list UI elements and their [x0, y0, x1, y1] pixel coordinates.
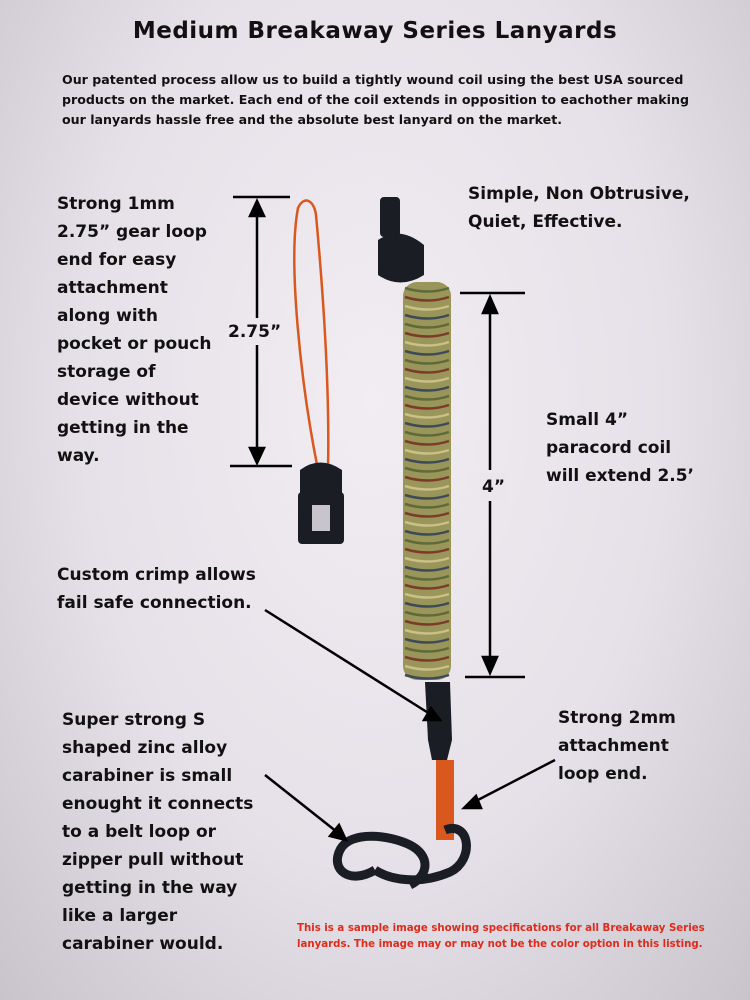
callout-line: Strong 2mm — [558, 708, 676, 728]
coil-wrap — [404, 610, 450, 617]
coil-wrap — [404, 430, 450, 437]
coil-wrap — [404, 295, 450, 302]
page-title: Medium Breakaway Series Lanyards — [132, 18, 618, 44]
coil-wrap — [404, 403, 450, 410]
callout-line: along with — [57, 306, 158, 326]
callout-line: 2.75” gear loop — [57, 222, 207, 242]
gear-loop — [293, 199, 344, 544]
coil-wrap — [404, 331, 450, 338]
coil-wrap — [404, 349, 450, 356]
attachment-callout: Strong 2mm attachment loop end. — [558, 704, 676, 788]
attachment-loop — [436, 760, 454, 840]
coil-wrap — [404, 538, 450, 545]
callout-line: pocket or pouch — [57, 334, 212, 354]
pointer-arrows — [264, 608, 556, 842]
coil-wrap — [404, 358, 450, 365]
callout-line: storage of — [57, 362, 156, 382]
intro-text: Our patented process allow us to build a… — [62, 70, 689, 130]
coil-wrap — [404, 448, 450, 455]
callout-line: loop end. — [558, 764, 648, 784]
callout-line: attachment — [57, 278, 168, 298]
coil-wrap — [404, 529, 450, 536]
carabiner — [333, 823, 471, 890]
gear-loop-dimension-line — [230, 195, 292, 468]
coil-wrap — [404, 376, 450, 383]
callout-line: will extend 2.5’ — [546, 466, 695, 486]
coil-wrap — [404, 628, 450, 635]
coil-wrap — [404, 655, 450, 662]
coil-wrap — [404, 619, 450, 626]
coil-wrap — [404, 601, 450, 608]
coil-wrap — [404, 502, 450, 509]
coil-wrap — [404, 547, 450, 554]
crimp-callout: Custom crimp allows fail safe connection… — [57, 561, 256, 617]
coil-wrap — [404, 304, 450, 311]
coil-wrap — [404, 520, 450, 527]
coil-wrap — [404, 466, 450, 473]
callout-line: zipper pull without — [62, 850, 244, 870]
callout-line: attachment — [558, 736, 669, 756]
intro-line: our lanyards hassle free and the absolut… — [62, 112, 563, 127]
coil-wrap — [404, 637, 450, 644]
coil-wrap — [404, 322, 450, 329]
coil-wrap — [404, 439, 450, 446]
coil-wrap — [404, 412, 450, 419]
breakaway-connector — [378, 197, 424, 283]
gear-loop-callout: Strong 1mm 2.75” gear loop end for easy … — [57, 190, 211, 470]
coil-wrap — [404, 340, 450, 347]
paracord-coil — [403, 282, 451, 680]
coil-wrap — [404, 484, 450, 491]
callout-line: carabiner is small — [62, 766, 233, 786]
callout-line: Strong 1mm — [57, 194, 175, 214]
coil-wrap — [404, 592, 450, 599]
coil-callout: Small 4” paracord coil will extend 2.5’ — [546, 406, 694, 490]
callout-line: Quiet, Effective. — [468, 212, 623, 232]
coil-wrap — [404, 556, 450, 563]
coil-wrap — [404, 475, 450, 482]
intro-line: Our patented process allow us to build a… — [62, 72, 684, 87]
coil-wrap — [404, 493, 450, 500]
coil-wrap — [404, 457, 450, 464]
note-line: lanyards. The image may or may not be th… — [297, 939, 703, 950]
disclaimer-note: This is a sample image showing specifica… — [297, 921, 705, 953]
gear-loop-dimension-label: 2.75” — [228, 322, 282, 342]
callout-line: device without — [57, 390, 199, 410]
callout-line: way. — [57, 446, 100, 466]
coil-wrap — [404, 394, 450, 401]
coil-wrap — [404, 313, 450, 320]
callout-line: end for easy — [57, 250, 177, 270]
callout-line: fail safe connection. — [57, 593, 252, 613]
callout-line: paracord coil — [546, 438, 672, 458]
callout-line: enought it connects — [62, 794, 254, 814]
coil-wrap — [404, 286, 450, 293]
callout-line: like a larger — [62, 906, 178, 926]
callout-line: getting in the — [57, 418, 189, 438]
coil-wrap — [404, 565, 450, 572]
coil-dimension-label: 4” — [480, 473, 508, 501]
coil-wrap — [404, 583, 450, 590]
coil-wrap — [404, 385, 450, 392]
callout-line: to a belt loop or — [62, 822, 217, 842]
callout-line: getting in the way — [62, 878, 238, 898]
coil-dimension-line — [460, 291, 525, 679]
coil-wrap — [404, 421, 450, 428]
coil-wrap — [404, 673, 450, 680]
intro-line: products on the market. Each end of the … — [62, 92, 689, 107]
coil-wrap — [404, 664, 450, 671]
callout-line: Small 4” — [546, 410, 629, 430]
callout-line: Custom crimp allows — [57, 565, 256, 585]
note-line: This is a sample image showing specifica… — [297, 923, 705, 934]
coil-wrap — [404, 511, 450, 518]
carabiner-callout: Super strong S shaped zinc alloy carabin… — [62, 706, 253, 958]
simple-callout: Simple, Non Obtrusive, Quiet, Effective. — [468, 180, 690, 236]
coil-wrap — [404, 367, 450, 374]
callout-line: carabiner would. — [62, 934, 224, 954]
coil-wrap — [404, 646, 450, 653]
coil-wrap — [404, 574, 450, 581]
callout-line: Super strong S — [62, 710, 206, 730]
callout-line: Simple, Non Obtrusive, — [468, 184, 690, 204]
callout-line: shaped zinc alloy — [62, 738, 228, 758]
